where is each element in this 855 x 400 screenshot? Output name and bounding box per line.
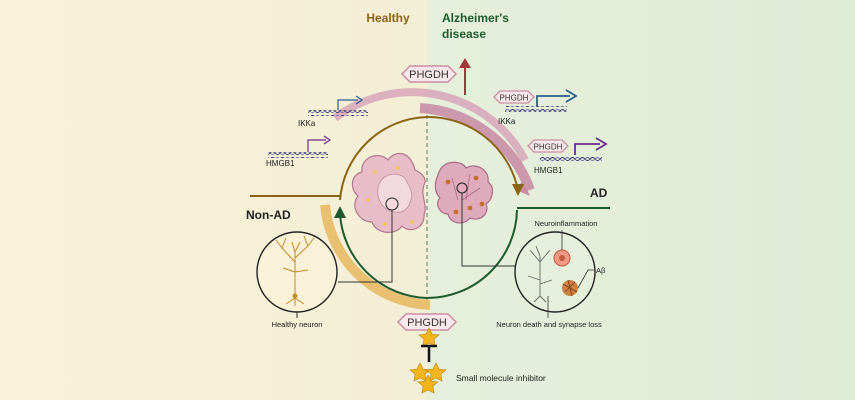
ad-header-line2: disease [442, 27, 486, 41]
phgdh-up-arc [332, 88, 529, 162]
ad-label: AD [590, 186, 608, 200]
ad-neuron-callout [514, 230, 596, 318]
abeta-label: Aβ [596, 266, 606, 275]
bound-inhibitor-star [418, 327, 440, 347]
phgdh-bottom-badge: PHGDH [396, 313, 458, 331]
phgdh-bottom-text: PHGDH [407, 317, 447, 329]
ad-hmgb1-label: HMGB1 [534, 166, 563, 175]
ad-header-line1: Alzheimer's [442, 11, 509, 25]
healthy-ikka-label: IKKa [298, 119, 316, 128]
healthy-hmgb1-label: HMGB1 [266, 159, 295, 168]
phgdh-top-badge: PHGDH [400, 65, 458, 83]
neuroinflammation-label: Neuroinflammation [535, 219, 598, 228]
healthy-neuron-callout [256, 231, 338, 318]
ad-brain-slice [434, 161, 494, 224]
healthy-ikka-gene [308, 95, 368, 116]
ad-ikka-gene: PHGDH [493, 89, 578, 112]
healthy-hmgb1-gene [268, 135, 332, 158]
neuron-death-label: Neuron death and synapse loss [496, 320, 602, 329]
ad-ikka-label: IKKa [498, 117, 516, 126]
ad-connector [461, 193, 520, 267]
ad-ikka-phgdh: PHGDH [500, 94, 529, 103]
inhibitor-label: Small molecule inhibitor [456, 373, 546, 383]
ad-arc [426, 209, 518, 299]
phgdh-top-text: PHGDH [409, 69, 449, 81]
healthy-connector [338, 210, 393, 283]
non-ad-label: Non-AD [246, 208, 291, 222]
healthy-neuron-label: Healthy neuron [272, 320, 323, 329]
ad-hmgb1-gene: PHGDH [527, 137, 608, 161]
healthy-arc [339, 116, 428, 201]
healthy-brain-slice [351, 152, 426, 233]
phgdh-down-arc [320, 204, 431, 310]
small-molecule-stars [409, 362, 447, 394]
healthy-header: Healthy [366, 11, 410, 25]
ad-hmgb1-phgdh: PHGDH [534, 143, 563, 152]
